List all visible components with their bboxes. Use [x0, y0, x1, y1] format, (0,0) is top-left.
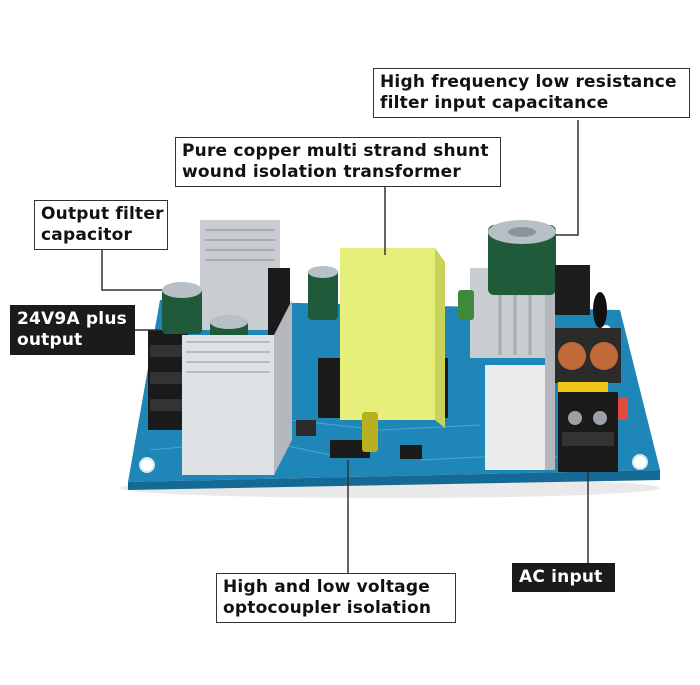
- callout-optocoupler-line1: High and low voltage: [223, 577, 430, 597]
- input-filter-capacitor: [488, 220, 556, 295]
- callout-output-filter-line1: Output filter: [41, 204, 164, 224]
- callout-output-line2: output: [17, 330, 83, 350]
- callout-transformer-line1: Pure copper multi strand shunt: [182, 141, 489, 161]
- callout-optocoupler-line2: optocoupler isolation: [223, 598, 432, 618]
- callout-optocoupler: High and low voltage optocoupler isolati…: [216, 573, 456, 623]
- callout-ac-input-line1: AC input: [519, 567, 603, 587]
- ac-input-terminal: [558, 392, 628, 472]
- callout-input-capacitance-line1: High frequency low resistance: [380, 72, 677, 92]
- callout-transformer-line2: wound isolation transformer: [182, 162, 461, 182]
- common-mode-choke: [555, 328, 621, 394]
- output-terminals: [148, 330, 188, 430]
- callout-output-filter: Output filter capacitor: [34, 200, 168, 250]
- optocoupler-area: [296, 412, 422, 459]
- callout-input-capacitance-line2: filter input capacitance: [380, 93, 609, 113]
- input-relay: [555, 265, 590, 315]
- callout-ac-input: AC input: [512, 563, 615, 592]
- fuse: [593, 292, 607, 328]
- callout-transformer: Pure copper multi strand shunt wound iso…: [175, 137, 501, 187]
- isolation-transformer: [318, 248, 448, 428]
- callout-output: 24V9A plus output: [10, 305, 135, 355]
- leader-lines: [101, 120, 589, 575]
- small-green-capacitor: [458, 290, 474, 320]
- callout-output-line1: 24V9A plus: [17, 309, 127, 329]
- heatsink-left-front: [182, 300, 292, 475]
- callout-input-capacitance: High frequency low resistance filter inp…: [373, 68, 690, 118]
- heatsink-right: [470, 268, 555, 470]
- callout-output-filter-line2: capacitor: [41, 225, 133, 245]
